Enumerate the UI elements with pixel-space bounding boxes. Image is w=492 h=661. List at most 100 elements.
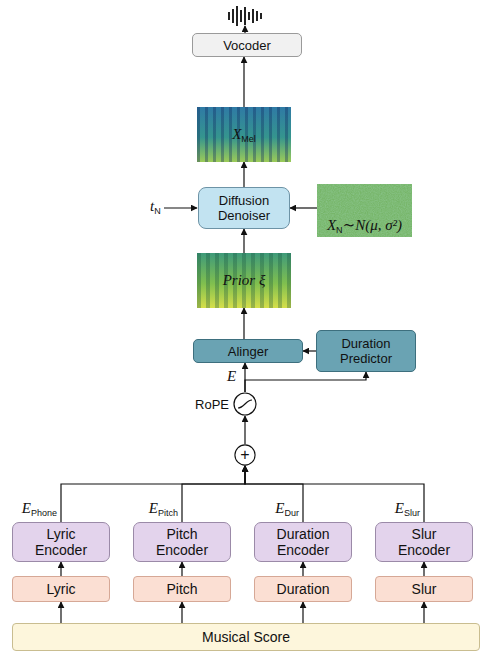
flow-arrow [60, 562, 61, 576]
node-text: Duration Encoder [277, 526, 330, 558]
flow-arrow [244, 363, 245, 392]
noise-image: XN∼N(μ, σ²) [317, 184, 412, 237]
text-holder: Diffusion Denoiser [199, 193, 289, 223]
text-holder: Musical Score [202, 629, 290, 645]
encoder-box: Lyric Encoder [12, 522, 110, 562]
node-text: Prior ξ [223, 272, 266, 288]
side-label: RoPE [195, 397, 229, 412]
text-holder: + [240, 446, 249, 464]
math-label: tN [150, 198, 161, 216]
flow-arrow [245, 466, 303, 522]
flow-arrow [302, 562, 303, 576]
flow-arrow [423, 602, 424, 623]
encoder-box: Duration Encoder [254, 522, 352, 562]
text-holder: Prior ξ [223, 272, 266, 289]
encoder-box: Slur Encoder [375, 522, 473, 562]
node-text: Alinger [228, 344, 268, 359]
math-label: EPitch [149, 500, 178, 518]
flow-arrow [245, 372, 366, 392]
flow-arrow [243, 57, 244, 107]
node-text: Diffusion Denoiser [218, 193, 270, 223]
flow-arrow [244, 416, 245, 444]
rope-circle: RoPE [233, 392, 257, 416]
vocoder-box: Vocoder [192, 33, 302, 57]
aligner-box: Alinger [193, 339, 303, 363]
flow-arrow [181, 602, 182, 623]
text-holder: Pitch [166, 581, 197, 597]
flow-arrow [423, 562, 424, 576]
node-text: Slur Encoder [398, 526, 450, 558]
flow-arrow [182, 466, 245, 522]
prior-spectrogram: Prior ξ [197, 253, 291, 308]
flow-arrow [61, 466, 245, 522]
label-text: Dur [284, 508, 299, 518]
label-text: Slur [404, 508, 420, 518]
label-text: E [227, 368, 236, 384]
math-label: EDur [275, 500, 299, 518]
node-text: + [240, 446, 249, 463]
node-text: Lyric Encoder [35, 526, 87, 558]
flow-arrow [302, 602, 303, 623]
sum-circle: + [234, 444, 256, 466]
label-text: E [22, 500, 31, 516]
label-text: Pitch [158, 508, 178, 518]
label-text: Phone [31, 508, 57, 518]
node-text: Pitch [166, 581, 197, 597]
math-label: EPhone [22, 500, 57, 518]
node-text: Mel [241, 134, 256, 144]
math-label: ESlur [395, 500, 420, 518]
node-text: Vocoder [223, 38, 271, 53]
node-text: Pitch Encoder [156, 526, 208, 558]
predictor-box: Duration Predictor [316, 330, 416, 372]
denoiser-box: Diffusion Denoiser [198, 187, 290, 229]
timestep-arrow [164, 207, 197, 208]
text-holder: Duration Encoder [267, 526, 339, 558]
label-text: E [275, 500, 284, 516]
node-text: Duration Predictor [340, 336, 392, 366]
input-box: Pitch [133, 576, 231, 602]
label-text: E [395, 500, 404, 516]
text-holder: Lyric Encoder [25, 526, 97, 558]
label-text: t [150, 198, 154, 214]
node-text: RoPE [195, 397, 229, 412]
text-holder: XMel [232, 125, 256, 144]
text-holder: Alinger [228, 344, 268, 359]
input-box: Lyric [12, 576, 110, 602]
node-text: X [327, 217, 336, 233]
rope-outline [233, 392, 257, 416]
mel-spectrogram: XMel [197, 107, 291, 162]
flow-arrow [290, 207, 317, 208]
node-text: N [336, 225, 343, 235]
label-text: N [154, 206, 161, 216]
text-holder: Duration [277, 581, 330, 597]
node-text: X [232, 126, 241, 142]
text-holder: Vocoder [223, 38, 271, 53]
input-box: Duration [254, 576, 352, 602]
node-text: ∼N(μ, σ²) [343, 217, 403, 233]
flow-arrow [245, 466, 424, 522]
node-text: Slur [412, 581, 437, 597]
flow-arrow [243, 229, 244, 253]
text-holder: XN∼N(μ, σ²) [327, 216, 402, 235]
flow-arrow [181, 562, 182, 576]
label-text: E [149, 500, 158, 516]
text-holder: Pitch Encoder [146, 526, 218, 558]
output-arrow [244, 26, 245, 33]
text-holder: Slur Encoder [388, 526, 460, 558]
input-box: Slur [375, 576, 473, 602]
text-holder: Lyric [46, 581, 75, 597]
node-text: Musical Score [202, 629, 290, 645]
encoder-box: Pitch Encoder [133, 522, 231, 562]
text-holder: Slur [412, 581, 437, 597]
text-holder: Duration Predictor [317, 336, 415, 366]
score-band: Musical Score [12, 623, 480, 651]
math-label: E [227, 368, 236, 385]
node-text: Duration [277, 581, 330, 597]
flow-arrow [303, 350, 316, 351]
node-text: Lyric [46, 581, 75, 597]
flow-arrow [60, 602, 61, 623]
flow-arrow [243, 162, 244, 187]
flow-arrow [243, 308, 244, 339]
waveform-icon [228, 6, 262, 26]
